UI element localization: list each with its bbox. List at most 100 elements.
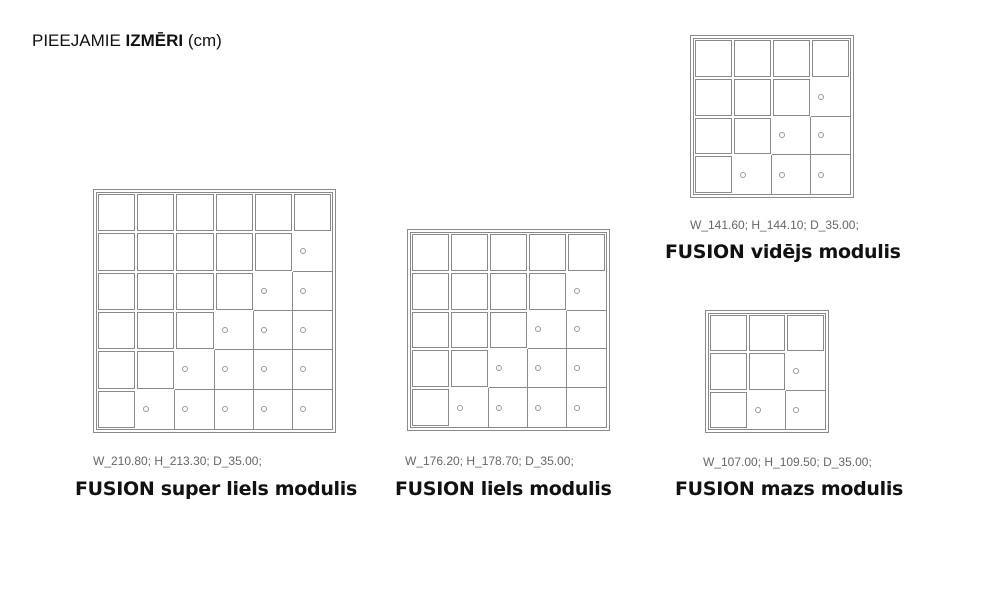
locker-door bbox=[786, 352, 825, 391]
locker-door bbox=[567, 311, 606, 350]
page-title: PIEEJAMIE IZMĒRI (cm) bbox=[32, 31, 222, 51]
knob-icon bbox=[457, 404, 463, 411]
knob-icon bbox=[574, 326, 580, 333]
open-compartment bbox=[695, 156, 732, 193]
open-compartment bbox=[490, 234, 527, 271]
name-small: FUSION mazs modulis bbox=[675, 478, 904, 500]
open-compartment bbox=[710, 391, 747, 428]
open-compartment bbox=[695, 40, 732, 77]
open-compartment bbox=[451, 272, 488, 310]
knob-icon bbox=[818, 93, 824, 100]
name-medium: FUSION vidējs modulis bbox=[665, 241, 901, 263]
knob-icon bbox=[574, 287, 580, 294]
open-compartment bbox=[773, 40, 810, 77]
locker-door bbox=[733, 155, 772, 194]
open-compartment bbox=[529, 234, 566, 271]
open-compartment bbox=[98, 194, 136, 232]
knob-icon bbox=[260, 287, 267, 294]
open-compartment bbox=[98, 351, 136, 389]
locker-door bbox=[292, 232, 332, 272]
knob-icon bbox=[496, 365, 502, 372]
locker-door bbox=[528, 349, 567, 389]
knob-icon bbox=[221, 366, 228, 373]
locker-door bbox=[214, 350, 254, 390]
locker-door bbox=[489, 349, 528, 389]
open-compartment bbox=[215, 233, 253, 271]
title-suffix: (cm) bbox=[183, 31, 222, 50]
locker-door bbox=[253, 271, 293, 311]
knob-icon bbox=[260, 366, 267, 373]
open-compartment bbox=[137, 311, 175, 350]
locker-door bbox=[489, 388, 528, 427]
open-compartment bbox=[176, 194, 214, 232]
knob-icon bbox=[182, 406, 189, 413]
open-compartment bbox=[412, 311, 449, 349]
open-compartment bbox=[710, 315, 747, 352]
cabinet-super bbox=[93, 189, 336, 433]
locker-door bbox=[772, 116, 811, 156]
locker-door bbox=[253, 310, 293, 351]
knob-icon bbox=[793, 406, 800, 413]
open-compartment bbox=[412, 234, 449, 271]
locker-door bbox=[748, 390, 787, 429]
knob-icon bbox=[260, 327, 267, 334]
knob-icon bbox=[535, 365, 541, 372]
locker-door bbox=[214, 310, 254, 351]
open-compartment bbox=[98, 233, 136, 271]
open-compartment bbox=[748, 315, 786, 352]
open-compartment bbox=[254, 233, 292, 271]
knob-icon bbox=[574, 404, 580, 411]
locker-door bbox=[567, 349, 606, 389]
locker-door bbox=[811, 78, 850, 117]
open-compartment bbox=[787, 315, 824, 352]
open-compartment bbox=[137, 272, 175, 310]
title-prefix: PIEEJAMIE bbox=[32, 31, 126, 50]
knob-icon bbox=[299, 327, 306, 334]
knob-icon bbox=[299, 406, 306, 413]
dims-medium: W_141.60; H_144.10; D_35.00; bbox=[690, 218, 859, 232]
knob-icon bbox=[299, 366, 306, 373]
open-compartment bbox=[412, 272, 449, 310]
open-compartment bbox=[254, 194, 292, 232]
name-super: FUSION super liels modulis bbox=[75, 478, 357, 500]
open-compartment bbox=[412, 350, 449, 388]
locker-door bbox=[253, 350, 293, 390]
open-compartment bbox=[773, 78, 810, 116]
open-compartment bbox=[529, 272, 566, 310]
locker-door bbox=[292, 311, 332, 351]
open-compartment bbox=[215, 194, 253, 232]
knob-icon bbox=[779, 132, 785, 139]
open-compartment bbox=[568, 234, 605, 271]
name-large: FUSION liels modulis bbox=[395, 478, 612, 500]
locker-door bbox=[292, 350, 332, 390]
title-bold: IZMĒRI bbox=[125, 31, 184, 50]
knob-icon bbox=[535, 404, 541, 411]
knob-icon bbox=[574, 365, 580, 372]
knob-icon bbox=[818, 132, 824, 139]
knob-icon bbox=[496, 404, 502, 411]
open-compartment bbox=[710, 353, 747, 390]
knob-icon bbox=[182, 366, 189, 373]
open-compartment bbox=[812, 40, 849, 77]
open-compartment bbox=[293, 194, 331, 232]
knob-icon bbox=[818, 171, 824, 178]
open-compartment bbox=[176, 311, 214, 350]
dims-large: W_176.20; H_178.70; D_35.00; bbox=[405, 454, 574, 468]
locker-door bbox=[811, 155, 850, 194]
knob-icon bbox=[754, 406, 761, 413]
open-compartment bbox=[98, 272, 136, 310]
locker-door bbox=[528, 388, 567, 427]
open-compartment bbox=[490, 272, 527, 310]
locker-door bbox=[215, 389, 254, 429]
open-compartment bbox=[451, 350, 488, 388]
open-compartment bbox=[137, 351, 175, 389]
open-compartment bbox=[748, 353, 786, 390]
open-compartment bbox=[412, 389, 449, 426]
locker-door bbox=[567, 272, 606, 311]
knob-icon bbox=[143, 406, 150, 413]
knob-icon bbox=[299, 248, 306, 255]
open-compartment bbox=[451, 234, 488, 271]
locker-door bbox=[811, 117, 850, 156]
open-compartment bbox=[215, 272, 253, 310]
knob-icon bbox=[740, 171, 746, 178]
